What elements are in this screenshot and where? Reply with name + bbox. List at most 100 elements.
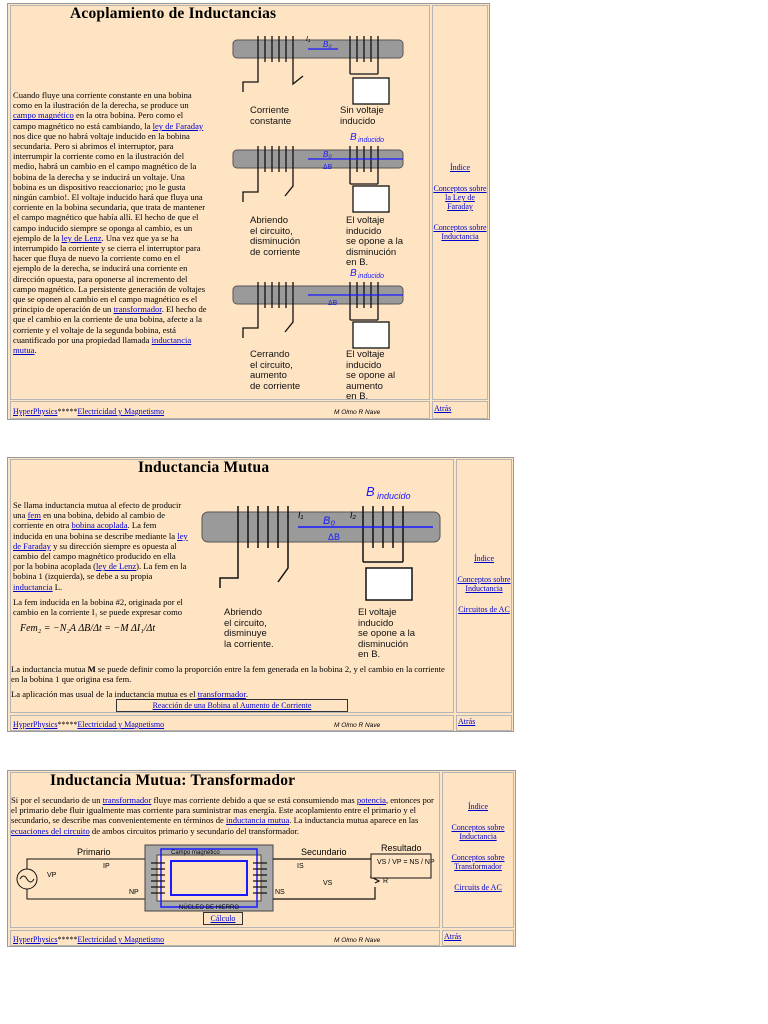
text: La aplicación mas usual de la inductanci… xyxy=(11,689,198,700)
panel1-main-cell xyxy=(10,5,430,400)
panel2-main-cell xyxy=(10,459,454,713)
calculo-button[interactable]: Cálculo xyxy=(203,912,243,925)
page-title: Acoplamiento de Inductancias xyxy=(70,5,277,22)
text: se puede definir como la proporción entr… xyxy=(11,664,445,685)
caption-2-right: El voltaje inducido se opone a la dismin… xyxy=(346,215,404,268)
text: de ambos circuitos primario y secundario… xyxy=(89,825,300,836)
svg-text:ΔB: ΔB xyxy=(328,532,340,542)
nav-circuitos-ac[interactable]: Circuitos de AC xyxy=(458,605,510,614)
coil-diagram-constant: B₀ I₁ xyxy=(232,36,404,105)
label-campo: Campo magnético xyxy=(171,850,220,856)
svg-text:I₁: I₁ xyxy=(298,510,304,520)
svg-text:ΔB: ΔB xyxy=(328,300,338,307)
stars: ***** xyxy=(57,720,78,729)
text: Cuando fluye una corriente constante en … xyxy=(13,90,192,111)
link-hyperphysics[interactable]: HyperPhysics xyxy=(13,935,58,944)
text: Si por el secundario de un xyxy=(11,795,103,805)
label-ip: IP xyxy=(103,863,110,870)
reaccion-bobina-button[interactable]: Reacción de una Bobina al Aumento de Cor… xyxy=(116,699,348,712)
page-title: Inductancia Mutua xyxy=(138,459,270,476)
nav-conceptos-inductancia[interactable]: Conceptos sobre Inductancia xyxy=(433,223,487,241)
nav-indice[interactable]: Índice xyxy=(468,802,488,811)
reaccion-bobina-link[interactable]: Reacción de una Bobina al Aumento de Cor… xyxy=(152,701,312,710)
stars: ***** xyxy=(57,407,78,416)
text: . La fem inducida en una bobina se descr… xyxy=(13,520,178,541)
link-ecuaciones-circuito[interactable]: ecuaciones del circuito xyxy=(11,825,90,836)
link-ley-faraday[interactable]: ley de Faraday xyxy=(13,530,188,551)
panel3-back-cell xyxy=(442,930,514,946)
link-ley-faraday[interactable]: ley de Faraday xyxy=(152,120,204,131)
nav-indice[interactable]: Índice xyxy=(474,554,494,563)
link-transformador[interactable]: transformador xyxy=(113,304,162,315)
panel-acoplamiento: Acoplamiento de Inductancias Cuando fluy… xyxy=(7,3,490,420)
label-secundario: Secundario xyxy=(301,847,347,857)
text: nos dice que no habrá voltaje inducido e… xyxy=(13,130,206,243)
text: La inductancia mutua xyxy=(11,664,88,674)
nav-indice[interactable]: Índice xyxy=(450,163,470,172)
link-transformador[interactable]: transformador xyxy=(102,795,152,805)
link-electricidad[interactable]: Electricidad y Magnetismo xyxy=(77,407,165,416)
link-inductancia-mutua[interactable]: inductancia mutua xyxy=(226,815,290,826)
link-potencia[interactable]: potencia xyxy=(356,795,386,805)
link-inductancia[interactable]: inductancia xyxy=(13,581,53,592)
panel1-body-text: Cuando fluye una corriente constante en … xyxy=(13,90,208,355)
transformer-diagram: Primario Secundario Resultado VP IP NP C… xyxy=(16,843,435,912)
link-hyperphysics[interactable]: HyperPhysics xyxy=(13,407,58,416)
panel3-body-text: Si por el secundario de un transformador… xyxy=(11,795,439,836)
caption-3-right: El voltaje inducido se opone al aumento … xyxy=(346,349,396,402)
link-electricidad[interactable]: Electricidad y Magnetismo xyxy=(77,935,165,944)
panel-transformador: Inductancia Mutua: Transformador Si por … xyxy=(7,770,516,947)
back-link[interactable]: Atrás xyxy=(458,717,476,726)
caption-mutual-left: Abriendo el circuito, disminuye la corri… xyxy=(224,607,274,650)
panel-inductancia-mutua: Inductancia Mutua Se llama inductancia m… xyxy=(7,457,514,732)
label-r: R xyxy=(383,878,388,885)
link-transformador[interactable]: transformador xyxy=(197,689,246,700)
link-ley-lenz[interactable]: ley de Lenz xyxy=(61,232,102,243)
label-ns: NS xyxy=(275,889,285,896)
label-nucleo: NÚCLEO DE HIERRO xyxy=(179,904,239,911)
panel3-nav: Índice Conceptos sobre Inductancia Conce… xyxy=(444,802,512,904)
svg-text:B₀: B₀ xyxy=(323,515,335,527)
caption-mutual-right: El voltaje inducido se opone a la dismin… xyxy=(358,607,416,660)
nav-circuits-ac[interactable]: Circuits de AC xyxy=(454,883,502,892)
panel1-nav-cell xyxy=(432,5,488,400)
text: . xyxy=(245,689,248,700)
author: M Olmo R Nave xyxy=(334,722,381,729)
panel1-footer: HyperPhysics*****Electricidad y Magnetis… xyxy=(13,407,164,416)
panel2-back-cell xyxy=(456,715,512,731)
nav-conceptos-inductancia[interactable]: Conceptos sobre Inductancia xyxy=(457,575,511,593)
text-fem-bobina2: La fem inducida en la bobina #2, origina… xyxy=(13,596,183,618)
calculo-link[interactable]: Cálculo xyxy=(210,914,236,923)
label-vs: VS xyxy=(323,880,333,887)
panel2-nav-cell xyxy=(456,459,512,713)
nav-conceptos-inductancia[interactable]: Conceptos sobre Inductancia xyxy=(451,823,505,841)
link-fem[interactable]: fem xyxy=(27,510,41,521)
panel2-footer-cell xyxy=(10,715,454,731)
label-primario: Primario xyxy=(77,847,111,857)
nav-conceptos-transformador[interactable]: Conceptos sobre Transformador xyxy=(451,853,505,871)
label-vp: VP xyxy=(47,872,57,879)
link-ley-lenz[interactable]: ley de Lenz xyxy=(96,561,137,572)
caption-1-left: Corriente constante xyxy=(250,105,292,127)
caption-1-right: Sin voltaje inducido xyxy=(340,105,384,127)
link-inductancia-mutua[interactable]: inductancia mutua xyxy=(13,334,192,356)
text: y su dirección siempre es opuesta al cam… xyxy=(13,540,177,572)
link-campo-magnetico[interactable]: campo magnético xyxy=(13,110,74,121)
panel1-footer-cell xyxy=(10,401,430,419)
text: en una bobina, debido al cambio de corri… xyxy=(13,510,166,531)
link-electricidad[interactable]: Electricidad y Magnetismo xyxy=(77,720,165,729)
nav-conceptos-faraday[interactable]: Conceptos sobre la Ley de Faraday xyxy=(433,184,487,211)
link-hyperphysics[interactable]: HyperPhysics xyxy=(13,720,58,729)
text: Se llama inductancia mutua al efecto de … xyxy=(13,500,182,521)
svg-text:VS / VP = NS / NP: VS / VP = NS / NP xyxy=(377,859,435,866)
panel1-back-cell xyxy=(432,401,488,419)
back-link[interactable]: Atrás xyxy=(434,404,452,413)
svg-text:I₁: I₁ xyxy=(306,36,311,43)
caption-2-left: Abriendo el circuito, disminución de cor… xyxy=(250,215,301,258)
back-link[interactable]: Atrás xyxy=(444,932,462,941)
link-bobina-acoplada[interactable]: bobina acoplada xyxy=(71,520,128,531)
mutual-coil-diagram: B inducido B₀ ΔB I₁ I₂ xyxy=(201,484,441,601)
coil-diagram-closing: B inducido ΔB xyxy=(232,268,404,349)
author: M Olmo R Nave xyxy=(334,409,381,416)
text: fluye mas corriente debido a que se está… xyxy=(151,795,357,805)
